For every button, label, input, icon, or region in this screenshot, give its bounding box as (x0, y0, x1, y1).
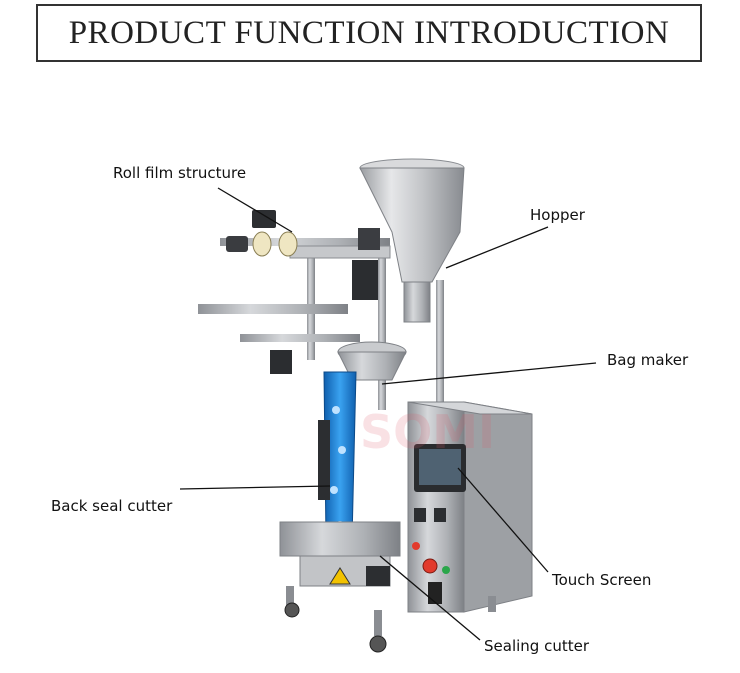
film-rollers (226, 210, 298, 257)
film-tube (318, 371, 357, 541)
hopper (359, 158, 465, 323)
label-sealing-cutter: Sealing cutter (484, 637, 589, 655)
legs (284, 586, 496, 653)
control-cabinet (407, 401, 533, 613)
label-hopper: Hopper (530, 206, 585, 224)
motors (270, 228, 380, 374)
page-title: PRODUCT FUNCTION INTRODUCTION (68, 14, 670, 51)
label-bag-maker: Bag maker (607, 351, 689, 369)
title-box: PRODUCT FUNCTION INTRODUCTION (36, 4, 702, 62)
callout-lines (179, 187, 597, 641)
sealing-unit (279, 521, 401, 587)
label-touch-screen: Touch Screen (552, 571, 652, 589)
label-back-seal-cutter: Back seal cutter (51, 497, 173, 515)
label-roll-film-structure: Roll film structure (113, 164, 247, 182)
watermark-logo: SOMI (360, 405, 495, 459)
